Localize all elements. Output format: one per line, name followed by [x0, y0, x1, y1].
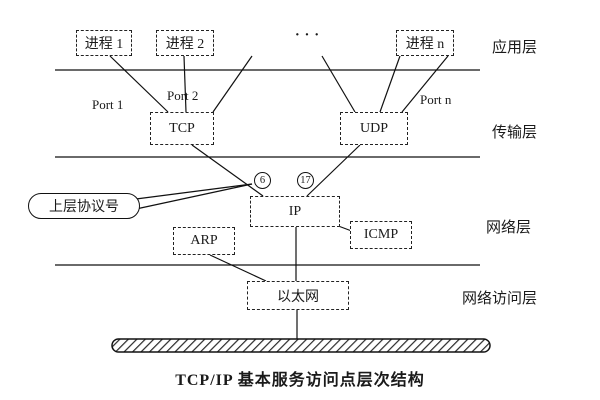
physical-medium-bus	[111, 338, 491, 353]
layer-label-network-access: 网络访问层	[462, 291, 538, 307]
port-1-label: Port 1	[92, 97, 124, 112]
tcp-box: TCP	[150, 112, 214, 145]
process-2-box: 进程 2	[156, 30, 214, 56]
process-n-label: 进程 n	[405, 37, 445, 52]
udp-label: UDP	[359, 120, 388, 136]
connector-process2-tcp	[183, 55, 187, 113]
connector-process1-tcp	[109, 55, 169, 113]
diagram-caption: TCP/IP 基本服务访问点层次结构	[175, 372, 425, 389]
protocol-number-17-badge: 17	[297, 172, 314, 189]
port-2-label: Port 2	[167, 88, 199, 103]
protocol-number-17: 17	[300, 175, 311, 186]
upper-layer-protocol-callout: 上层协议号	[28, 193, 140, 219]
arp-label: ARP	[190, 233, 218, 248]
ellipsis-more-processes: ···	[294, 24, 323, 46]
layer-label-network: 网络层	[486, 220, 532, 236]
tcp-label: TCP	[169, 120, 195, 136]
udp-box: UDP	[340, 112, 408, 145]
connector-processn-udp	[379, 55, 401, 113]
ip-label: IP	[288, 203, 302, 219]
callout-tail-upper	[135, 183, 253, 200]
protocol-number-6-badge: 6	[254, 172, 271, 189]
process-n-box: 进程 n	[396, 30, 454, 56]
connector-tcp-ip	[191, 144, 264, 197]
layer-label-transport: 传输层	[492, 125, 538, 141]
layer-label-application: 应用层	[492, 40, 538, 56]
protocol-number-6: 6	[259, 175, 266, 186]
ethernet-label: 以太网	[277, 289, 319, 305]
ethernet-box: 以太网	[247, 281, 349, 310]
connector-dots-tcp	[212, 55, 253, 113]
port-n-label: Port n	[420, 92, 452, 107]
upper-layer-protocol-callout-label: 上层协议号	[49, 200, 119, 215]
callout-tail-lower	[135, 183, 253, 210]
connector-arp-ethernet	[209, 254, 267, 282]
icmp-box: ICMP	[350, 221, 412, 249]
process-2-label: 进程 2	[165, 37, 205, 52]
process-1-label: 进程 1	[84, 37, 124, 52]
connector-dots-udp	[321, 55, 356, 113]
connector-udp-ip	[306, 144, 361, 197]
icmp-label: ICMP	[363, 227, 399, 242]
ip-box: IP	[250, 196, 340, 227]
process-1-box: 进程 1	[76, 30, 132, 56]
arp-box: ARP	[173, 227, 235, 255]
connector-portn-udp	[401, 55, 449, 113]
